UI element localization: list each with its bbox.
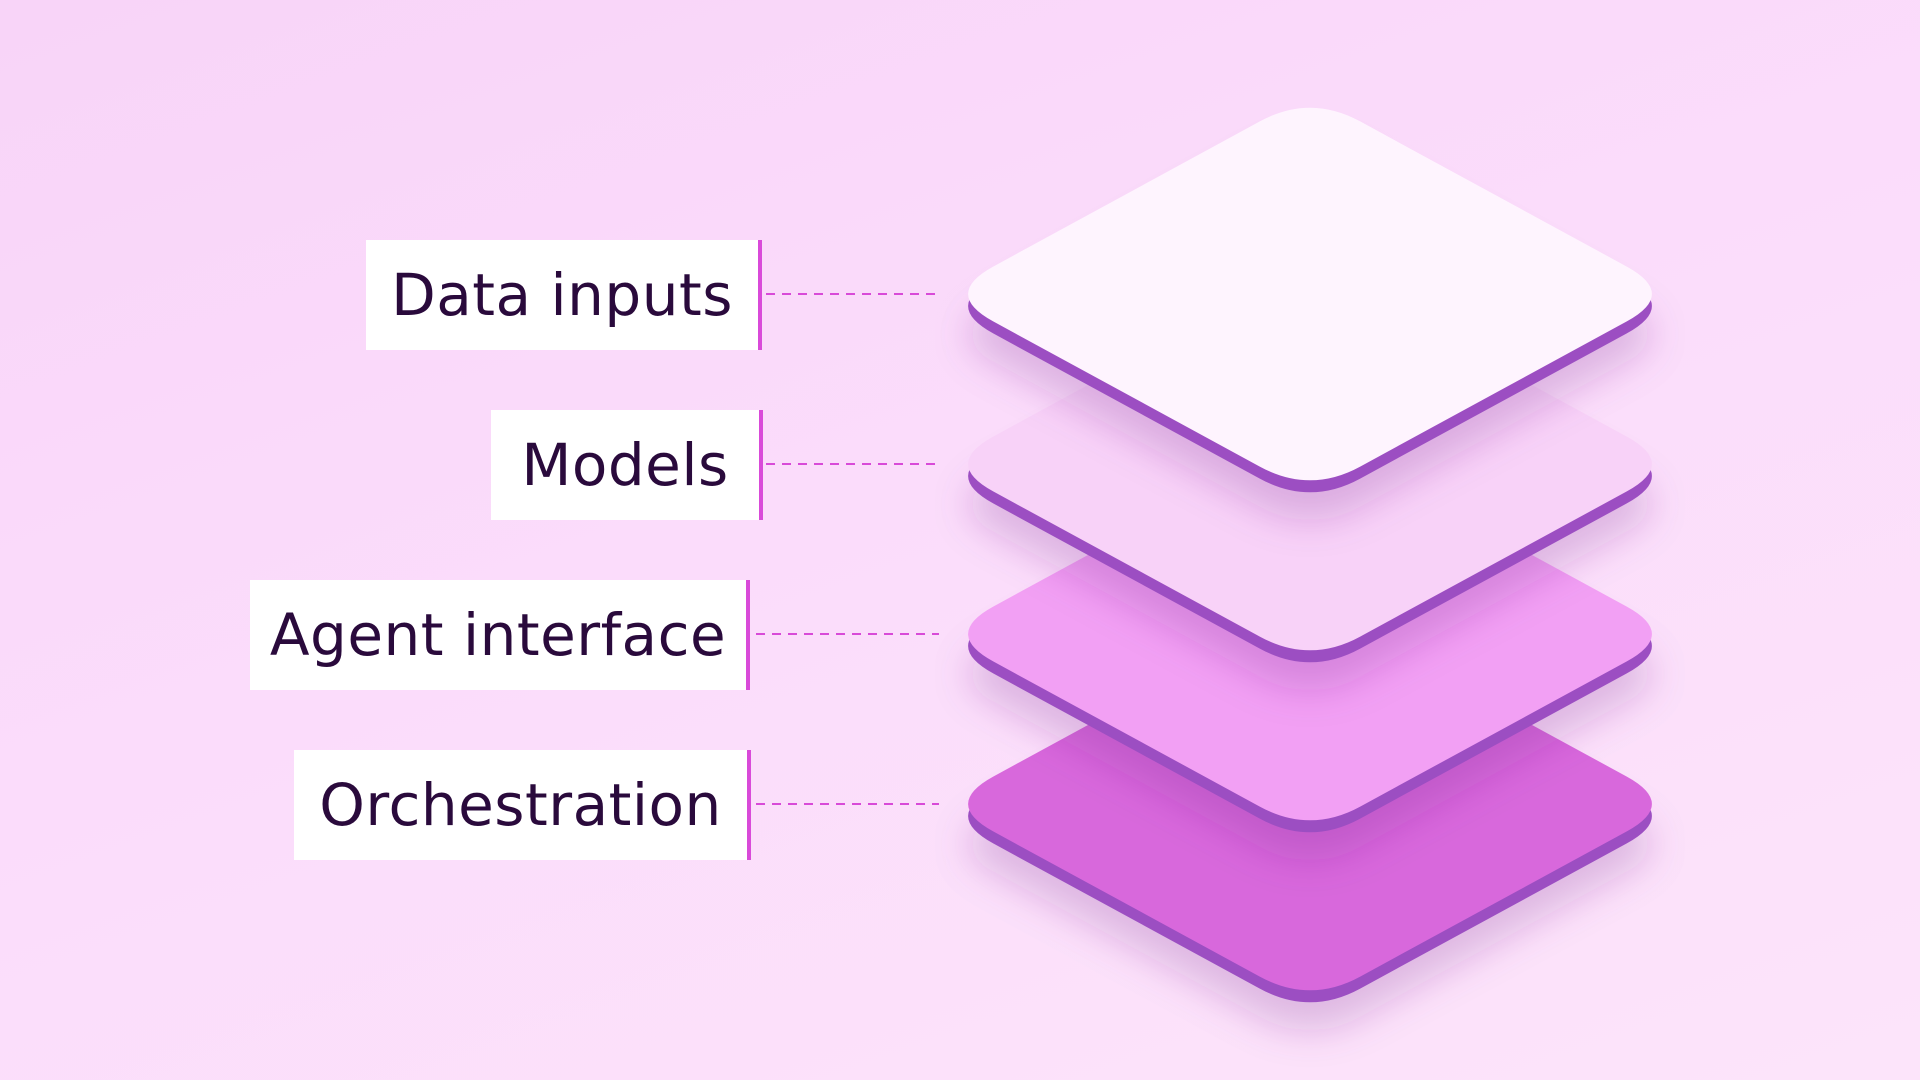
layer-plates: [968, 107, 1652, 1031]
plate-data-inputs-top: [968, 107, 1652, 481]
connector-lines: [756, 293, 939, 805]
plate-data-inputs: [968, 107, 1652, 521]
label-orchestration: Orchestration: [294, 750, 751, 860]
label-agent-interface: Agent interface: [250, 580, 750, 690]
label-data-inputs: Data inputs: [366, 240, 762, 350]
label-models: Models: [491, 410, 763, 520]
